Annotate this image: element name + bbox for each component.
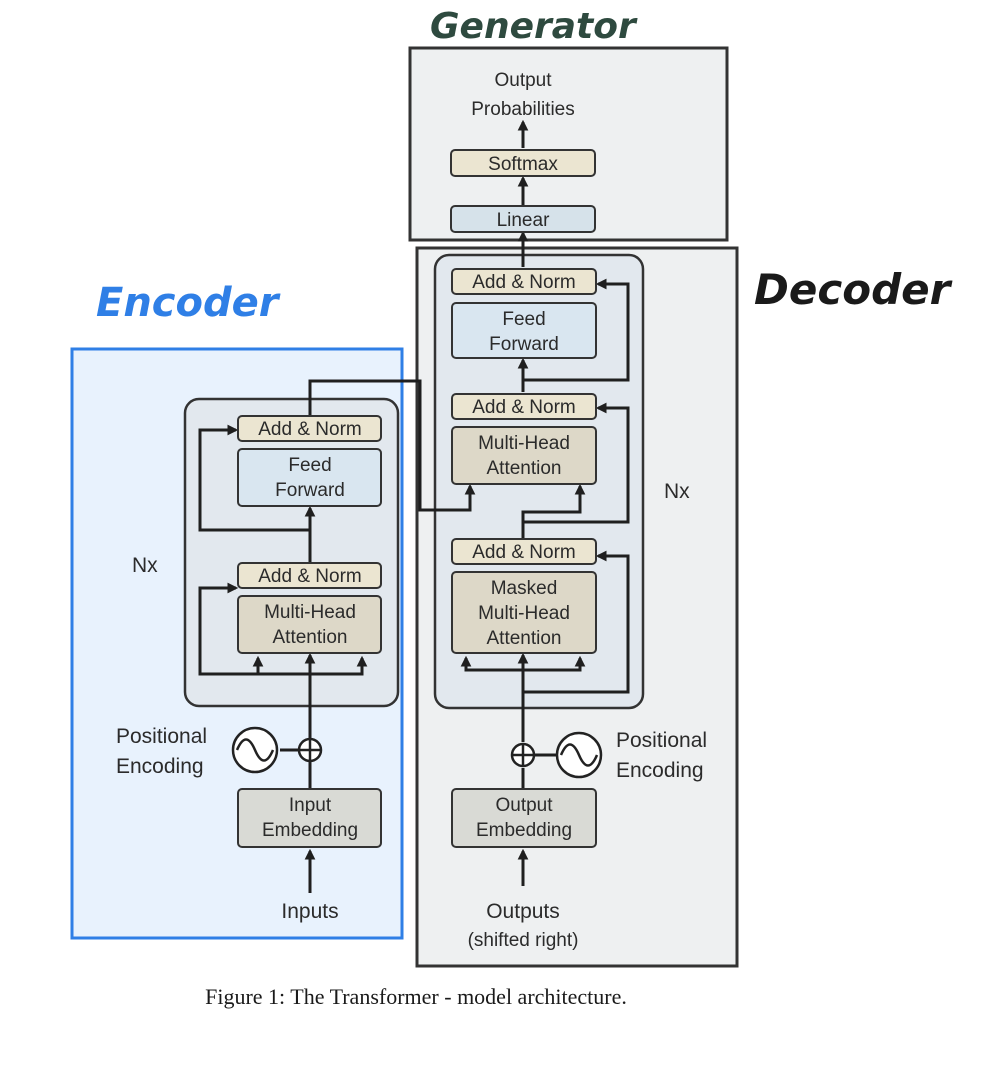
encoder-feed-forward-label-2: Forward	[275, 480, 345, 501]
encoder-feed-forward-block	[237, 448, 382, 507]
decoder-add-norm-top-label: Add & Norm	[472, 272, 575, 293]
encoder-multi-head-attention-block	[237, 595, 382, 654]
decoder-mha-label-2: Attention	[487, 458, 562, 479]
decoder-feed-forward-label: Feed	[502, 309, 545, 330]
decoder-add-norm-mid	[451, 393, 597, 420]
decoder-masked-label-2: Multi-Head	[478, 603, 570, 624]
decoder-add-norm-bottom	[451, 538, 597, 565]
output-embedding-block	[451, 788, 597, 848]
linear-label: Linear	[497, 210, 550, 231]
decoder-positional-encoding-label: Positional	[616, 729, 707, 752]
linear-block	[450, 205, 596, 233]
encoder-positional-encoding-label-2: Encoding	[116, 755, 204, 778]
encoder-connections	[198, 379, 476, 893]
decoder-add-norm-mid-label: Add & Norm	[472, 397, 575, 418]
decoder-mha-label: Multi-Head	[478, 433, 570, 454]
input-embedding-label: Input	[289, 795, 332, 816]
outputs-label: Outputs	[486, 900, 560, 923]
decoder-annotation: Decoder	[754, 265, 953, 314]
decoder-sine-curve	[559, 743, 599, 767]
decoder-masked-label: Masked	[491, 578, 558, 599]
encoder-add-norm-top-label: Add & Norm	[258, 419, 361, 440]
decoder-masked-label-3: Attention	[487, 628, 562, 649]
input-embedding-label-2: Embedding	[262, 820, 358, 841]
softmax-block	[450, 149, 596, 177]
decoder-masked-attention-block	[451, 571, 597, 654]
encoder-mha-label: Multi-Head	[264, 602, 356, 623]
decoder-add-norm-top	[451, 268, 597, 295]
softmax-label: Softmax	[488, 154, 558, 175]
figure-caption: Figure 1: The Transformer - model archit…	[205, 984, 627, 1009]
outputs-shifted-label: (shifted right)	[468, 930, 579, 951]
output-embedding-label: Output	[495, 795, 553, 816]
encoder-add-norm-bottom	[237, 562, 382, 589]
encoder-add-norm-bottom-label: Add & Norm	[258, 566, 361, 587]
decoder-connections	[460, 119, 630, 886]
decoder-nx-label: Nx	[664, 480, 690, 503]
encoder-add-norm-top	[237, 415, 382, 442]
encoder-mha-label-2: Attention	[273, 627, 348, 648]
output-probabilities-label-2: Probabilities	[471, 99, 575, 120]
encoder-positional-encoding-label: Positional	[116, 725, 207, 748]
decoder-multi-head-attention-block	[451, 426, 597, 485]
encoder-layer-stack	[183, 397, 400, 708]
encoder-annotation: Encoder	[96, 280, 281, 326]
output-embedding-label-2: Embedding	[476, 820, 572, 841]
decoder-positional-encoding-label-2: Encoding	[616, 759, 704, 782]
decoder-feed-forward-label-2: Forward	[489, 334, 559, 355]
output-probabilities-label: Output	[494, 70, 552, 91]
inputs-label: Inputs	[281, 900, 338, 923]
generator-annotation: Generator	[430, 6, 638, 47]
decoder-feed-forward-block	[451, 302, 597, 359]
encoder-nx-label: Nx	[132, 554, 158, 577]
encoder-sine-curve	[235, 738, 275, 762]
decoder-add-norm-bottom-label: Add & Norm	[472, 542, 575, 563]
input-embedding-block	[237, 788, 382, 848]
encoder-feed-forward-label: Feed	[288, 455, 331, 476]
